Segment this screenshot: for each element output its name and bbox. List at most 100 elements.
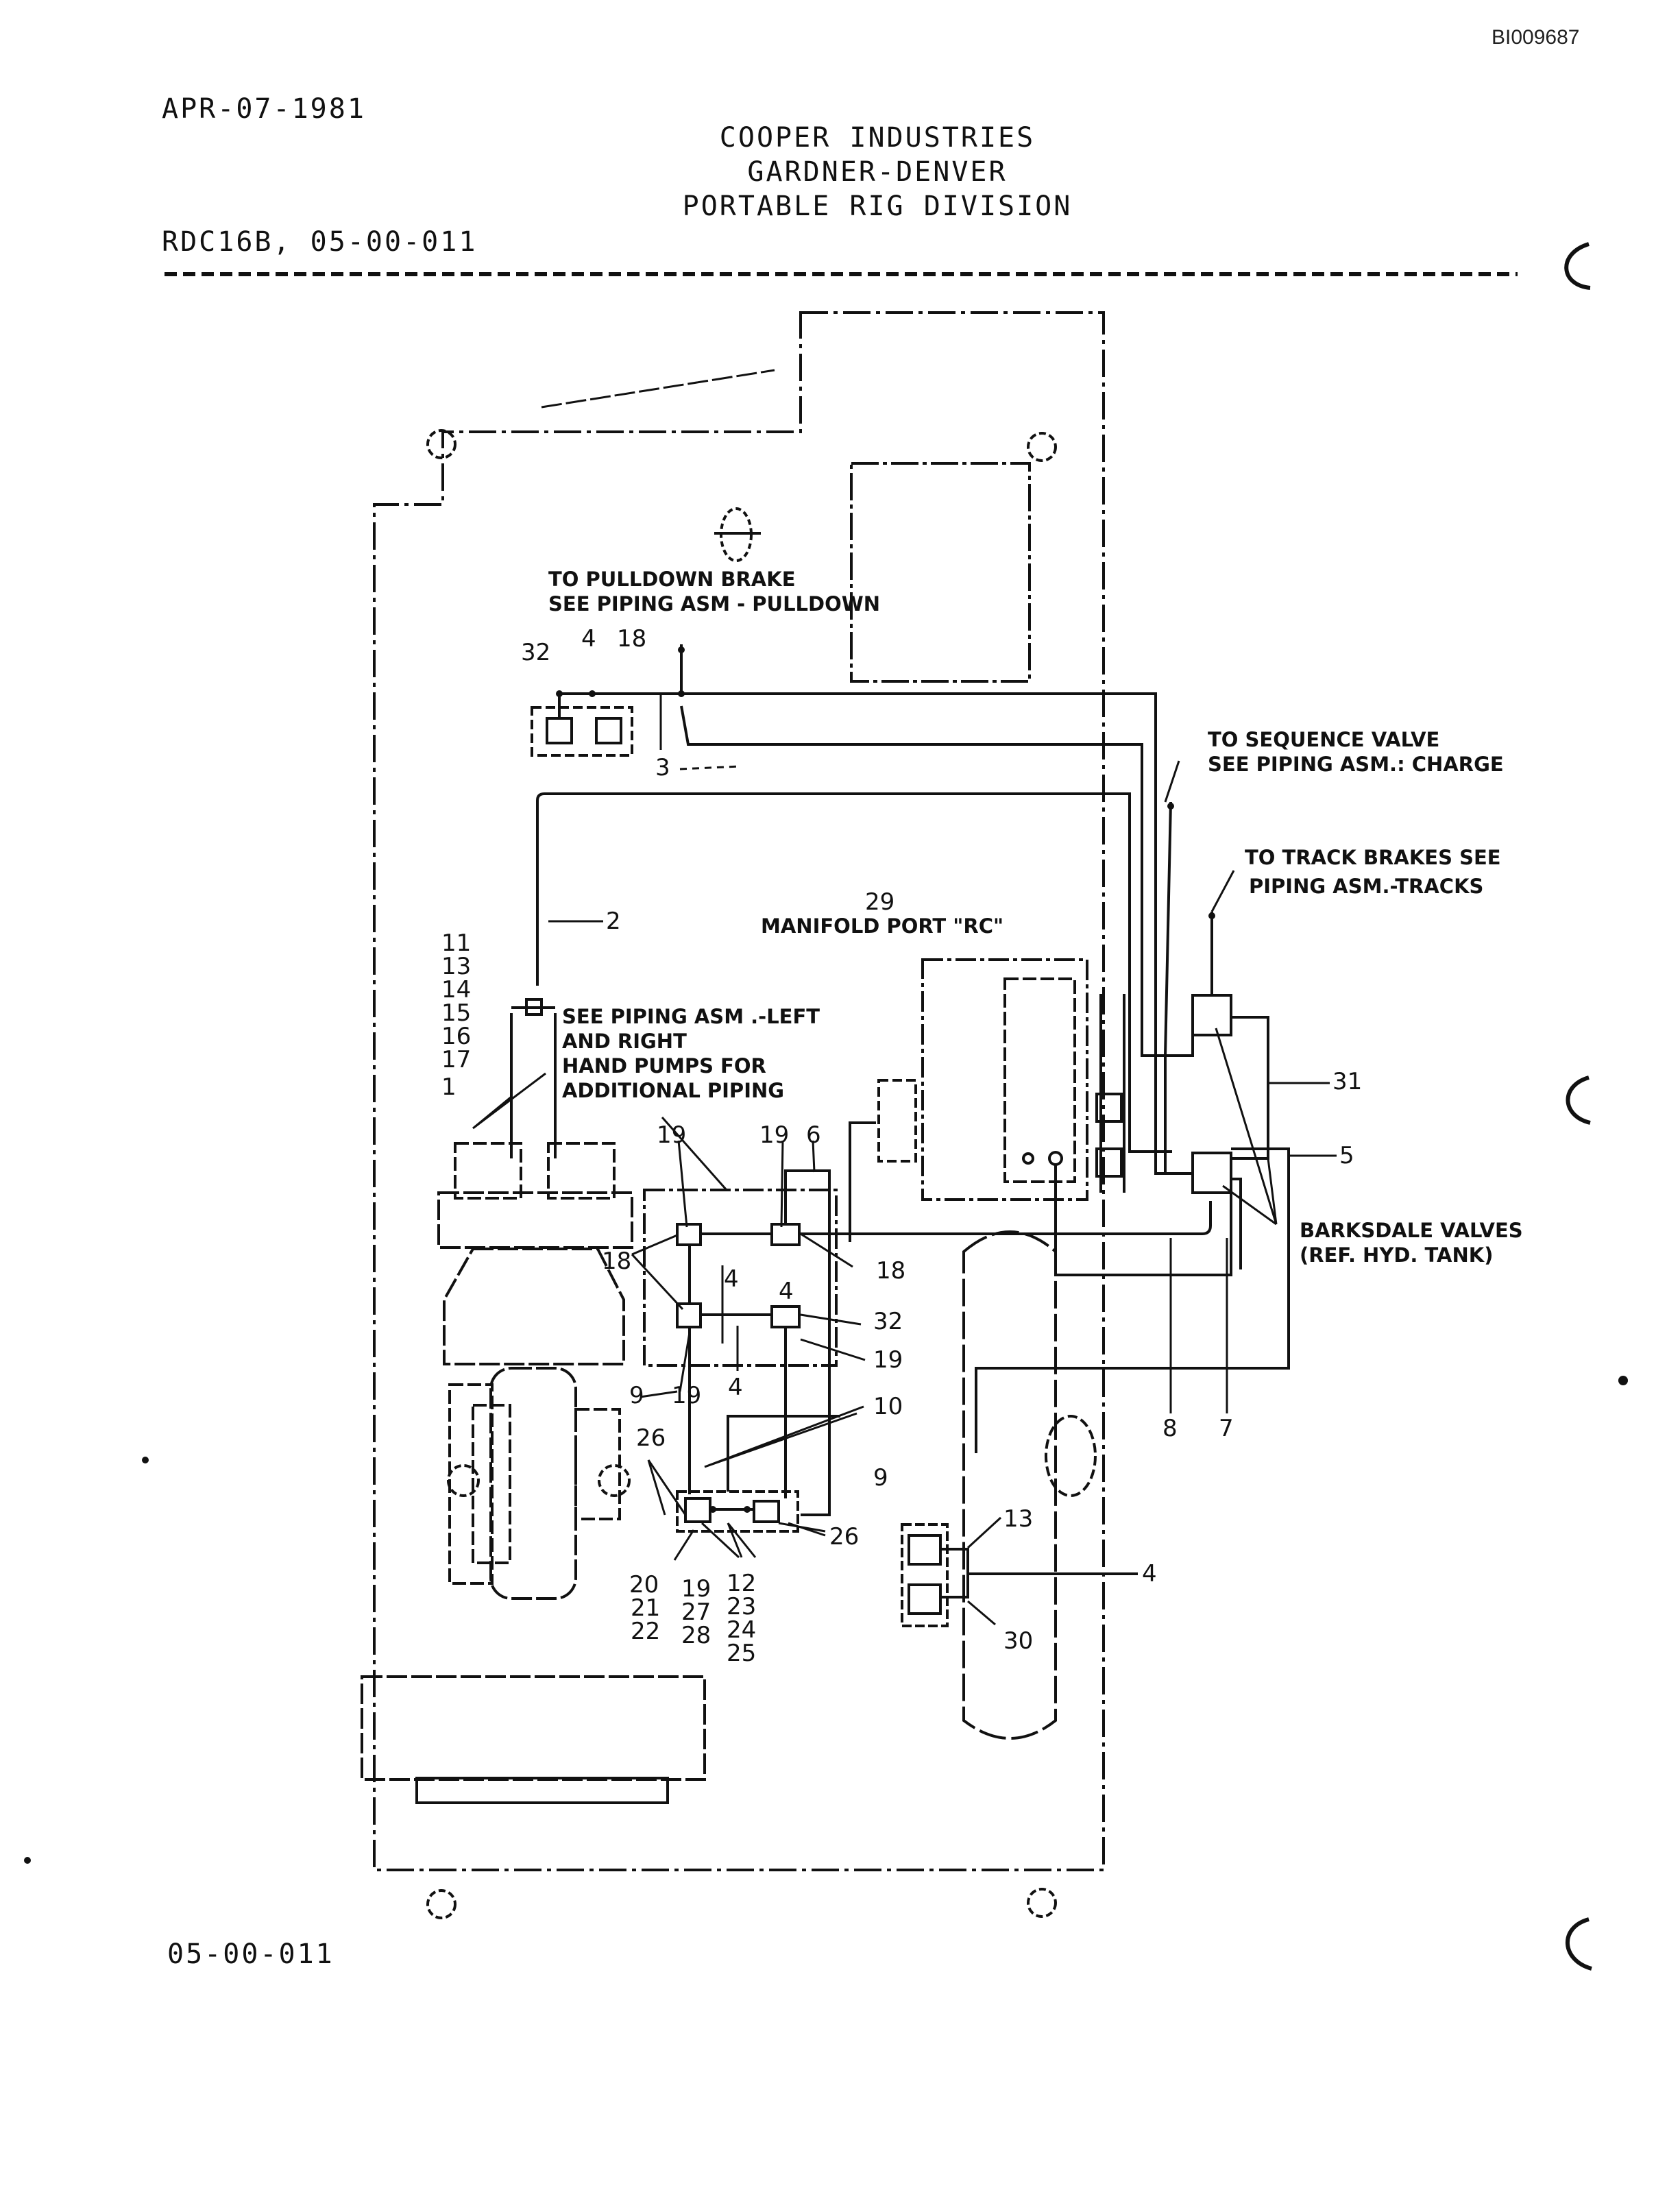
top-valve-left bbox=[546, 717, 573, 744]
filter-lower bbox=[908, 1583, 942, 1615]
callout-track-line1: TO TRACK BRAKES SEE bbox=[1245, 846, 1501, 869]
engine-base-outer bbox=[448, 1383, 494, 1585]
margin-mark-top bbox=[1564, 242, 1591, 290]
valve-panel-pipes bbox=[688, 1169, 1212, 1516]
frame-hole-bottom-right bbox=[1027, 1888, 1057, 1918]
part-number: 23 bbox=[727, 1593, 757, 1620]
engine-gauge-left bbox=[447, 1464, 480, 1497]
header-division-1: GARDNER-DENVER bbox=[747, 156, 1008, 188]
part-number: 19 bbox=[672, 1382, 702, 1409]
header-division-2: PORTABLE RIG DIVISION bbox=[682, 191, 1073, 222]
valve-32-right-lower bbox=[770, 1305, 801, 1328]
part-number: 17 bbox=[441, 1046, 472, 1073]
header-doc-ref: RDC16B, 05-00-011 bbox=[162, 226, 478, 258]
header-company: COOPER INDUSTRIES bbox=[719, 122, 1036, 154]
lower-valve-right bbox=[753, 1500, 780, 1523]
part-number: 18 bbox=[617, 625, 647, 653]
part-number: 1 bbox=[441, 1073, 456, 1101]
margin-mark-bottom bbox=[1566, 1917, 1592, 1971]
lower-valve-left bbox=[684, 1497, 711, 1523]
manifold-cabinet bbox=[921, 958, 1088, 1201]
margin-mark-mid bbox=[1566, 1075, 1591, 1125]
part-number: 28 bbox=[681, 1622, 711, 1649]
part-number: 4 bbox=[728, 1374, 743, 1401]
engine-head-left bbox=[454, 1142, 522, 1200]
top-valve-right bbox=[595, 717, 622, 744]
part-number: 20 bbox=[629, 1571, 659, 1599]
part-number: 6 bbox=[806, 1121, 821, 1149]
part-number: 19 bbox=[873, 1346, 903, 1374]
engine-top bbox=[437, 1191, 633, 1249]
part-number: 30 bbox=[1003, 1627, 1034, 1655]
dash-3 bbox=[679, 765, 741, 770]
part-number: 16 bbox=[441, 1023, 472, 1050]
engine-body bbox=[443, 1248, 625, 1365]
part-number: 2 bbox=[606, 908, 621, 935]
valve-panel bbox=[643, 1189, 838, 1367]
part-number: 8 bbox=[1162, 1415, 1178, 1442]
lower-valve-block bbox=[676, 1490, 799, 1533]
sequence-pipe bbox=[680, 705, 1172, 1057]
part-number: 7 bbox=[1219, 1415, 1234, 1442]
part-number: 22 bbox=[631, 1618, 661, 1645]
part-number: 32 bbox=[873, 1308, 903, 1335]
part-number: 26 bbox=[636, 1424, 666, 1452]
manifold-inner bbox=[1003, 977, 1076, 1183]
callout-sequence-line2: SEE PIPING ASM.: CHARGE bbox=[1208, 753, 1504, 776]
part-number: 11 bbox=[441, 929, 472, 957]
part-number: 4 bbox=[581, 625, 596, 653]
callout-hand-pumps-line3: HAND PUMPS FOR bbox=[562, 1054, 766, 1078]
filter-upper bbox=[908, 1534, 942, 1566]
manifold-fitting-lower bbox=[1095, 1147, 1123, 1178]
barksdale-pipes bbox=[975, 912, 1290, 1453]
valve-18-right-upper bbox=[770, 1223, 801, 1246]
part-number: 13 bbox=[1003, 1505, 1034, 1533]
hand-pump-lines bbox=[510, 1006, 557, 1158]
part-number: 4 bbox=[724, 1265, 739, 1293]
filter-block bbox=[901, 1523, 949, 1627]
callout-hand-pumps-line2: AND RIGHT bbox=[562, 1030, 687, 1053]
part-number: 9 bbox=[629, 1382, 644, 1409]
engine-gauge-right bbox=[598, 1464, 631, 1497]
part-number: 9 bbox=[873, 1464, 888, 1492]
filter-pipe bbox=[940, 1548, 1138, 1599]
callout-pulldown-line2: SEE PIPING ASM - PULLDOWN bbox=[548, 592, 881, 616]
callout-barksdale-line2: (REF. HYD. TANK) bbox=[1300, 1243, 1494, 1267]
frame-hole-top-left bbox=[426, 429, 456, 459]
footer-code: 05-00-011 bbox=[167, 1938, 334, 1970]
callout-pulldown-line1: TO PULLDOWN BRAKE bbox=[548, 568, 796, 591]
frame-sketch-line bbox=[541, 369, 775, 409]
engine-side-box bbox=[574, 1408, 621, 1520]
hand-pump-fitting bbox=[525, 998, 543, 1016]
part-number: 21 bbox=[631, 1594, 661, 1622]
manifold-dot-1 bbox=[1022, 1152, 1034, 1165]
part-number: 13 bbox=[441, 953, 472, 980]
part-number: 19 bbox=[681, 1575, 711, 1603]
manifold-dot-2 bbox=[1048, 1151, 1063, 1166]
part-number: 10 bbox=[873, 1393, 903, 1420]
part-number: 29 bbox=[865, 888, 895, 916]
callout-hand-pumps-line1: SEE PIPING ASM .-LEFT bbox=[562, 1005, 820, 1028]
part-number: 4 bbox=[779, 1278, 794, 1305]
hydraulic-tank bbox=[962, 1230, 1057, 1740]
part-number: 18 bbox=[876, 1257, 906, 1285]
manifold-fitting-upper bbox=[1095, 1093, 1123, 1123]
frame-outline bbox=[373, 311, 1105, 1871]
part-number: 12 bbox=[727, 1570, 757, 1597]
manifold-port-rc bbox=[877, 1079, 917, 1163]
manifold-rail bbox=[1099, 994, 1125, 1193]
callout-manifold-port: MANIFOLD PORT "RC" bbox=[761, 914, 1004, 938]
part-number: 25 bbox=[727, 1640, 757, 1667]
part-number: 27 bbox=[681, 1599, 711, 1626]
tank-sight bbox=[1045, 1415, 1097, 1497]
valve-19-left-upper bbox=[676, 1223, 702, 1246]
callout-sequence-line1: TO SEQUENCE VALVE bbox=[1208, 728, 1440, 751]
part-number: 15 bbox=[441, 999, 472, 1027]
top-valve-pipes bbox=[558, 692, 1193, 1175]
bottom-tray-inner bbox=[415, 1777, 669, 1804]
barksdale-valve-upper bbox=[1191, 994, 1232, 1036]
part-number: 5 bbox=[1339, 1142, 1354, 1169]
part-number: 24 bbox=[727, 1616, 757, 1644]
